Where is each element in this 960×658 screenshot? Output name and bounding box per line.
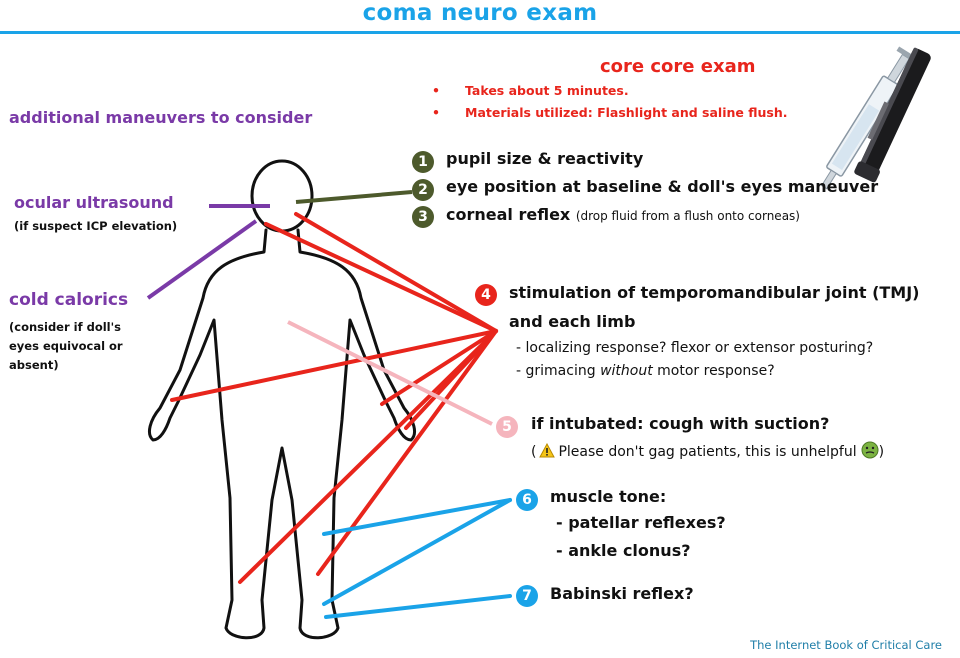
nauseated-face-icon xyxy=(861,441,879,459)
step-3-note: (drop fluid from a flush onto corneas) xyxy=(575,209,800,223)
step-6-text: muscle tone: xyxy=(550,487,667,506)
step-7-badge: 7 xyxy=(516,585,538,607)
suction-line xyxy=(287,320,493,426)
reflex-lines xyxy=(322,498,512,619)
source-credit: The Internet Book of Critical Care xyxy=(750,638,942,652)
core-exam-title: core core exam xyxy=(600,56,756,77)
step-2-text: eye position at baseline & doll's eyes m… xyxy=(446,177,879,196)
step-4-line-2: and each limb xyxy=(509,312,636,331)
cold-calorics-line xyxy=(146,219,258,300)
additional-maneuvers-title: additional maneuvers to consider xyxy=(9,108,313,127)
step-6-sub-1: - patellar reflexes? xyxy=(556,513,726,532)
ocular-ultrasound-label: ocular ultrasound xyxy=(14,193,174,212)
core-bullet: Takes about 5 minutes. xyxy=(432,80,787,102)
page-title: coma neuro exam xyxy=(362,0,598,26)
step-7-text: Babinski reflex? xyxy=(550,584,694,603)
step-6-sub-2: - ankle clonus? xyxy=(556,541,691,560)
cold-calorics-note: (consider if doll's eyes equivocal or ab… xyxy=(9,320,123,372)
cold-calorics-label: cold calorics xyxy=(9,290,129,310)
step-1-badge: 1 xyxy=(412,151,434,173)
step-2-badge: 2 xyxy=(412,179,434,201)
warning-icon xyxy=(539,443,556,458)
core-exam-bullets: Takes about 5 minutes. Materials utilize… xyxy=(432,80,787,124)
stimulation-lines xyxy=(170,212,498,584)
step-3-text: corneal reflex (drop fluid from a flush … xyxy=(446,205,800,224)
step-5-badge: 5 xyxy=(496,416,518,438)
step-4-sub-1: - localizing response? flexor or extenso… xyxy=(516,340,874,356)
syringe-and-penlight-illustration xyxy=(820,46,931,190)
core-bullet: Materials utilized: Flashlight and salin… xyxy=(432,102,787,124)
step-3-badge: 3 xyxy=(412,206,434,228)
step-6-badge: 6 xyxy=(516,489,538,511)
step-4-badge: 4 xyxy=(475,284,497,306)
ocular-ultrasound-note: (if suspect ICP elevation) xyxy=(14,219,178,233)
eye-exam-line xyxy=(295,190,413,204)
step-4-line-1: stimulation of temporomandibular joint (… xyxy=(509,283,920,302)
step-4-sub-2: - grimacing without motor response? xyxy=(516,363,775,379)
step-5-text: if intubated: cough with suction? xyxy=(531,414,830,433)
title-underline xyxy=(0,31,960,34)
step-5-warning: (Please don't gag patients, this is unhe… xyxy=(531,441,884,460)
step-1-text: pupil size & reactivity xyxy=(446,149,644,168)
